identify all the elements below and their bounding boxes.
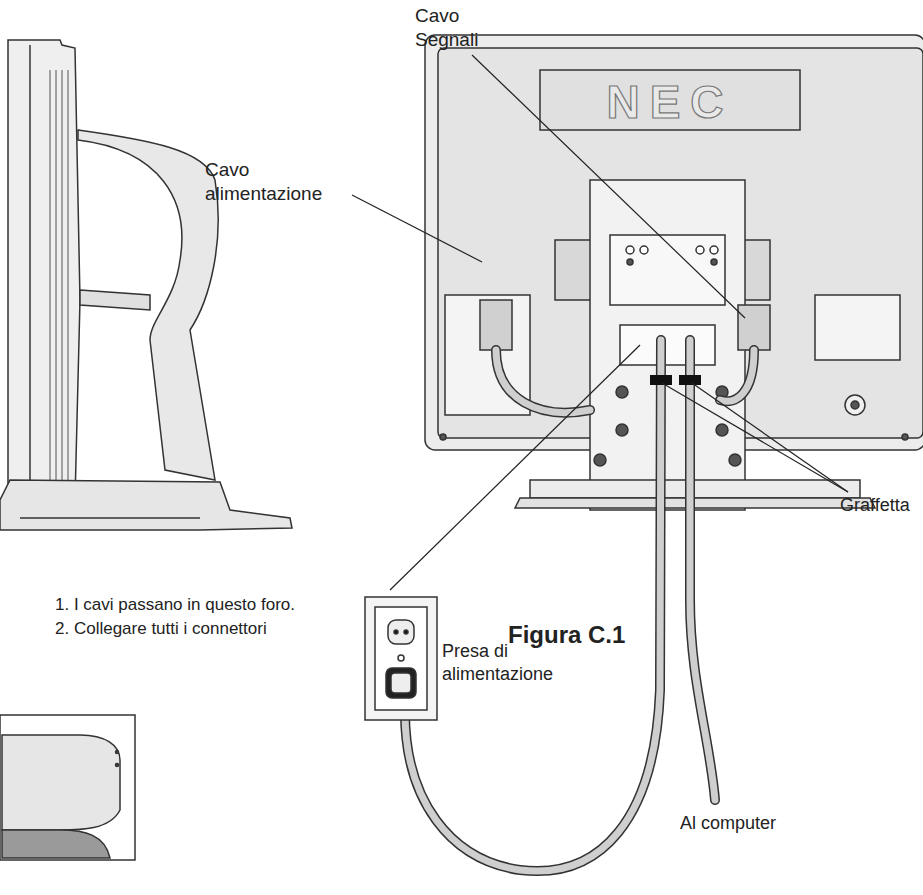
- vents: [50, 70, 68, 480]
- part-name: Cavo Segnali: [415, 4, 505, 52]
- figure-caption: Figura C.1: [508, 620, 708, 650]
- side-base: [0, 480, 292, 530]
- side-stand-neck: [78, 130, 218, 480]
- side-panel: [8, 40, 80, 505]
- power-outlet: [365, 597, 437, 720]
- vent-panel: [815, 295, 900, 360]
- instruction-note: 2. Collegare tutti i connettori: [55, 618, 375, 639]
- cables: [405, 340, 754, 871]
- detail-inset: [0, 715, 135, 860]
- side-hinge: [80, 290, 150, 310]
- stand-plate: [610, 235, 725, 305]
- instruction-note: 1. I cavi passano in questo foro.: [55, 594, 375, 615]
- stand-column: [590, 180, 745, 510]
- part-name: Graffetta: [840, 494, 923, 517]
- power-cable: [405, 340, 661, 871]
- destination-label: Al computer: [680, 812, 820, 835]
- leader-lines: [352, 55, 848, 590]
- signal-connector: [738, 305, 770, 350]
- brand-logo: NEC: [555, 74, 785, 132]
- side-view: [0, 40, 292, 530]
- side-edge: [29, 45, 31, 500]
- lock-slot: [845, 395, 865, 415]
- signal-cable: [690, 340, 715, 800]
- base-edge: [20, 517, 200, 519]
- cable-hole: [620, 325, 715, 365]
- part-name: Cavo alimentazione: [205, 158, 345, 206]
- power-connector: [480, 300, 512, 350]
- rear-view: [425, 35, 923, 510]
- lock-hole: [851, 401, 859, 409]
- back-cover: [438, 48, 923, 438]
